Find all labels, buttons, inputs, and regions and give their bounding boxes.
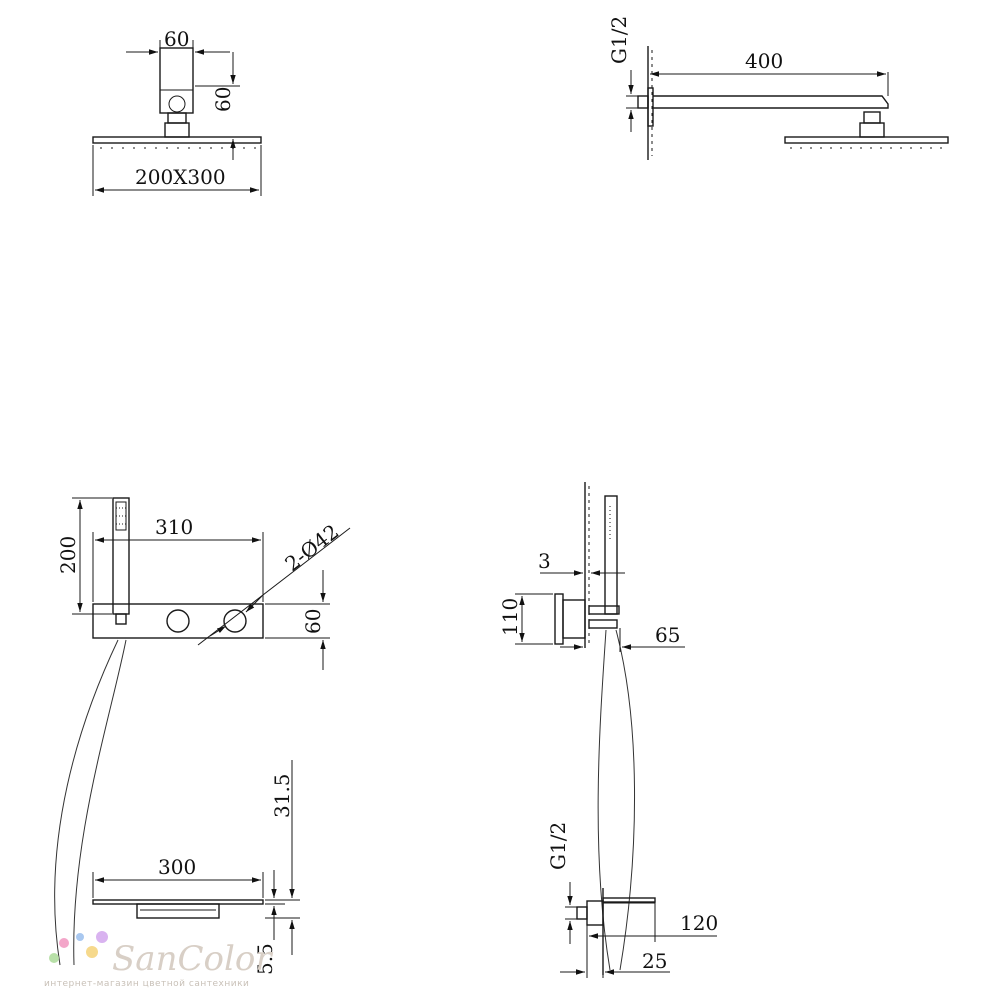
head-side-thread-label: G1/2: [607, 16, 631, 64]
spout-side-offset-label: 25: [642, 949, 667, 973]
panel-body-height-label: 60: [301, 609, 325, 634]
shower-head-side-view: [626, 46, 949, 160]
spout-height-label: 31.5: [270, 773, 294, 818]
spout-thickness-label: 5.5: [253, 943, 277, 975]
head-front-width-label: 60: [164, 27, 189, 51]
panel-holes-label: 2-Ø42: [280, 519, 343, 576]
spout-width-label: 300: [158, 855, 196, 879]
logo-dot-yellow: [86, 946, 98, 958]
panel-side-depth-label: 65: [655, 623, 680, 647]
logo-dot-green: [49, 953, 59, 963]
head-side-arm-length-label: 400: [745, 49, 783, 73]
mixer-panel-front-view: [54, 497, 351, 966]
panel-handshower-height-label: 200: [56, 536, 80, 574]
logo-dot-purple: [96, 931, 108, 943]
spout-side-thread-label: G1/2: [546, 822, 570, 870]
head-front-height-label: 60: [211, 87, 235, 112]
panel-side-box-height-label: 110: [498, 598, 522, 636]
panel-body-width-label: 310: [155, 515, 193, 539]
panel-side-gap-label: 3: [538, 549, 551, 573]
logo-dot-blue: [76, 933, 84, 941]
sancolor-watermark-logo: SanColor интернет-магазин цветной сантех…: [44, 931, 273, 989]
logo-dot-pink: [59, 938, 69, 948]
shower-head-front-view: [92, 40, 262, 196]
watermark-tagline: интернет-магазин цветной сантехники: [44, 979, 249, 989]
spout-side-length-label: 120: [680, 911, 718, 935]
head-front-plate-label: 200X300: [135, 165, 226, 189]
spout-side-view: [560, 882, 717, 978]
watermark-brand: SanColor: [112, 939, 273, 979]
spout-front-view: [92, 760, 300, 955]
